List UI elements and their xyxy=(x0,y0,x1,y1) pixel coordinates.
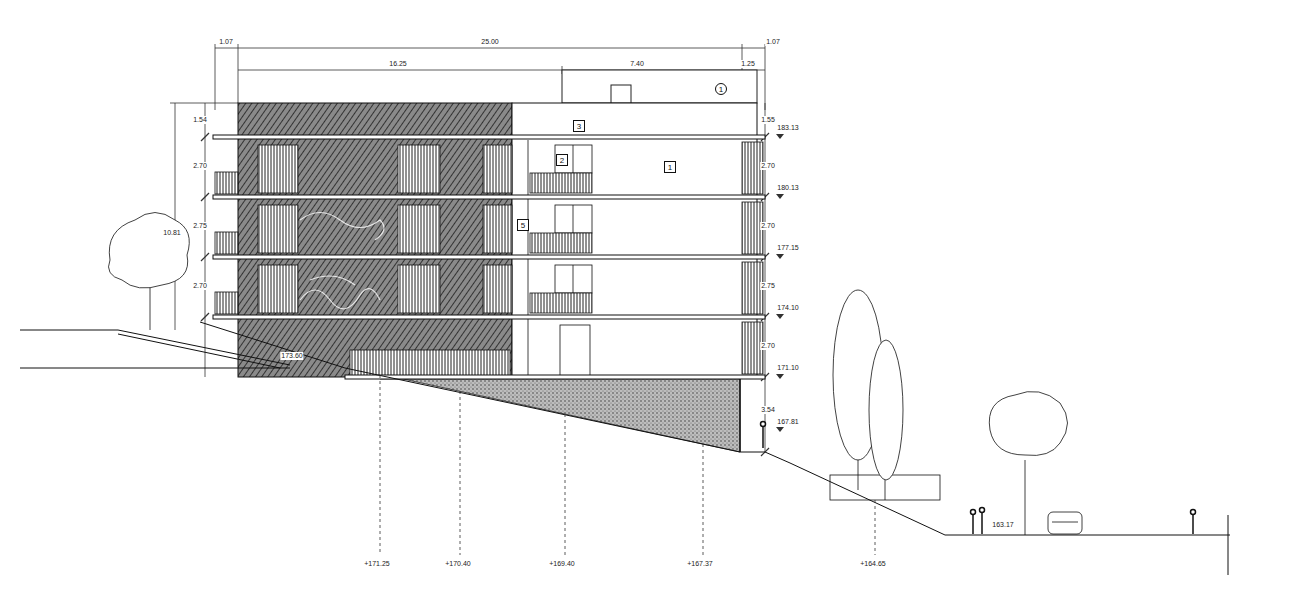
dimension-label: 2.70 xyxy=(192,282,208,290)
dimension-label: +170.40 xyxy=(444,560,472,568)
dimension-label: 2.75 xyxy=(192,222,208,230)
dimension-label: 10.81 xyxy=(162,229,182,237)
dimension-label: 1.54 xyxy=(192,116,208,124)
dimension-label: 2.70 xyxy=(760,222,776,230)
dimension-label: 1.25 xyxy=(740,60,756,68)
dimension-label: +164.65 xyxy=(859,560,887,568)
callout-text: 1 xyxy=(665,163,675,172)
callout-text: 3 xyxy=(574,122,584,131)
dimension-label: 2.75 xyxy=(760,282,776,290)
dimension-label: 1.55 xyxy=(760,116,776,124)
dimension-label: 183.13 xyxy=(776,124,799,132)
dimension-label: 163.17 xyxy=(991,521,1014,529)
dimension-label: 171.10 xyxy=(776,364,799,372)
dimension-label: 7.40 xyxy=(629,60,645,68)
dimension-label: +167.37 xyxy=(686,560,714,568)
dimension-label: 1.07 xyxy=(765,38,781,46)
callout-number: 1 xyxy=(664,161,676,173)
callout-text: 5 xyxy=(518,221,528,230)
callout-text: 2 xyxy=(557,156,567,165)
dimension-label: 16.25 xyxy=(388,60,408,68)
callout-number: 2 xyxy=(556,154,568,166)
dimension-label: 167.81 xyxy=(776,418,799,426)
dimension-label: 180.13 xyxy=(776,184,799,192)
dimension-label: 177.15 xyxy=(776,244,799,252)
dimension-label: +169.40 xyxy=(548,560,576,568)
callout-number: 5 xyxy=(517,219,529,231)
callout-number: 1 xyxy=(715,83,727,95)
dimension-label: 2.70 xyxy=(760,162,776,170)
dimension-label: 174.10 xyxy=(776,304,799,312)
dimension-label: 25.00 xyxy=(480,38,500,46)
callout-number: 3 xyxy=(573,120,585,132)
callout-text: 1 xyxy=(716,85,726,94)
dimension-label: 173.60 xyxy=(280,352,303,360)
dimension-label: 2.70 xyxy=(760,342,776,350)
dimension-label: 2.70 xyxy=(192,162,208,170)
dimension-label: +171.25 xyxy=(363,560,391,568)
dimension-label: 3.54 xyxy=(760,406,776,414)
dimension-label: 1.07 xyxy=(218,38,234,46)
